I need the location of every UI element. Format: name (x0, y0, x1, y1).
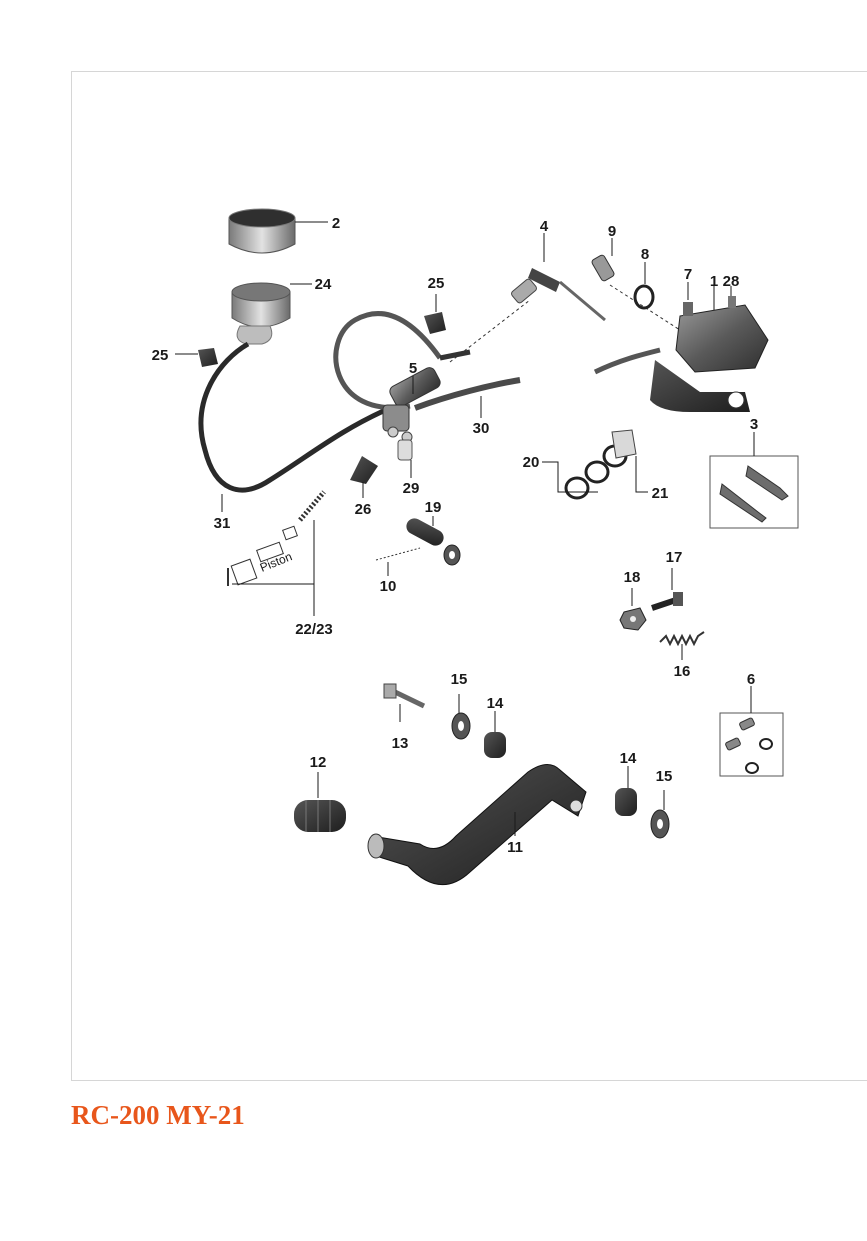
part-bleed-screw (591, 238, 615, 282)
callout-25-top: 25 (428, 275, 445, 292)
part-washer-right (650, 790, 670, 839)
callout-18: 18 (624, 569, 641, 586)
part-washer-left (451, 694, 471, 740)
callout-5: 5 (409, 360, 417, 377)
callout-14-right: 14 (620, 750, 637, 767)
part-hose-long (413, 377, 521, 411)
callout-28: 28 (723, 273, 740, 290)
part-oring (633, 262, 655, 310)
callout-10: 10 (380, 578, 397, 595)
callout-7: 7 (684, 266, 692, 283)
part-pedal-rubber (294, 772, 346, 832)
diagram-frame (71, 71, 867, 1081)
part-hose-clip-top (424, 294, 446, 334)
part-reservoir (231, 282, 312, 345)
part-nut (619, 588, 647, 631)
callout-20: 20 (523, 454, 540, 471)
page-title: RC-200 MY-21 (71, 1100, 245, 1130)
part-pivot-pin (375, 516, 461, 576)
piston-label: Piston (258, 549, 294, 574)
part-return-spring (659, 631, 705, 660)
callout-8: 8 (641, 246, 649, 263)
callout-13: 13 (392, 735, 409, 752)
callout-16: 16 (674, 663, 691, 680)
part-bracket (350, 456, 378, 498)
part-bleed-kit (719, 686, 784, 777)
part-banjo-fitting (511, 233, 606, 322)
callout-15-right: 15 (656, 768, 673, 785)
callout-26: 26 (355, 501, 372, 518)
part-sleeve (397, 439, 413, 478)
callout-12: 12 (310, 754, 327, 771)
callout-11: 11 (507, 839, 523, 856)
callout-3: 3 (750, 416, 758, 433)
callout-1: 1 (710, 273, 718, 290)
part-hose-clip-left (175, 348, 218, 367)
part-bolt (651, 568, 683, 611)
part-pedal-bolt (383, 683, 426, 722)
part-bushing-left (484, 711, 506, 758)
part-brake-pedal (367, 764, 587, 886)
callout-4: 4 (540, 218, 549, 235)
callout-14-left: 14 (487, 695, 504, 712)
callout-31: 31 (214, 515, 231, 532)
callout-2: 2 (332, 215, 340, 232)
part-bushing-right (615, 766, 637, 816)
callout-9: 9 (608, 223, 616, 240)
callout-30: 30 (473, 420, 490, 437)
part-piston-kit (227, 490, 326, 616)
callout-19: 19 (425, 499, 442, 516)
callout-21: 21 (652, 485, 669, 502)
part-brake-line (333, 311, 443, 411)
callout-6: 6 (747, 671, 755, 688)
part-reservoir-hose (198, 341, 392, 493)
callout-17: 17 (666, 549, 683, 566)
callout-25-left: 25 (152, 347, 169, 364)
callout-22-23: 22/23 (295, 621, 333, 638)
part-brake-caliper (650, 282, 769, 412)
callout-24: 24 (315, 276, 332, 293)
callout-15-left: 15 (451, 671, 468, 688)
part-seal-kit (542, 429, 648, 500)
part-reservoir-cap (228, 208, 328, 254)
part-brake-pads (709, 432, 799, 529)
callout-29: 29 (403, 480, 420, 497)
